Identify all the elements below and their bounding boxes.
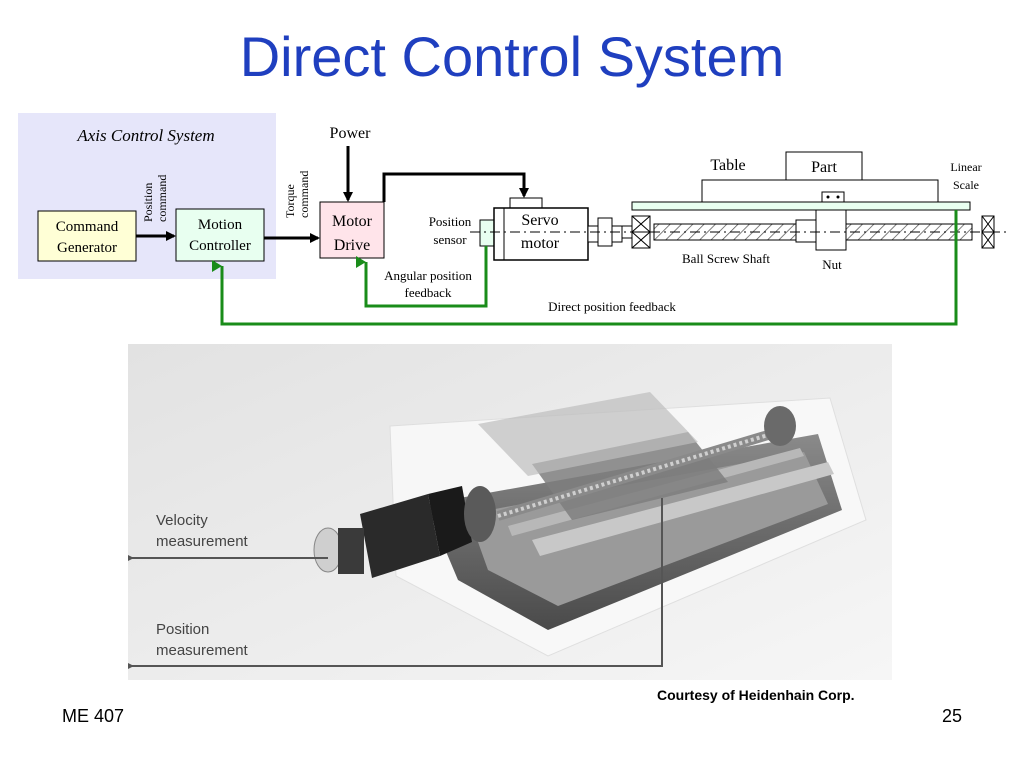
- table-block: [701, 179, 939, 203]
- torque-command-label-2: command: [297, 171, 311, 218]
- velocity-label-1: Velocity: [156, 512, 208, 529]
- position-sensor-label-2: sensor: [433, 232, 467, 247]
- control-system-diagram: Axis Control System Command Generator Po…: [18, 113, 1010, 326]
- power-label: Power: [330, 125, 372, 142]
- nut-carriage-top: [821, 191, 845, 203]
- coupling-3: [611, 225, 623, 243]
- servo-motor-label-2: motor: [521, 235, 560, 252]
- part-block: [785, 151, 863, 181]
- linear-scale-label-2: Scale: [953, 178, 979, 192]
- angular-feedback-line: [356, 246, 488, 308]
- position-sensor-block: [479, 219, 495, 247]
- bearing-left: [631, 215, 651, 249]
- command-generator-label-2: Generator: [57, 240, 117, 256]
- motor-drive-label-1: Motor: [332, 213, 373, 230]
- motion-controller-block: [175, 208, 265, 262]
- motion-controller-label-1: Motion: [198, 217, 243, 233]
- course-code: ME 407: [62, 706, 125, 726]
- coupling: [587, 225, 599, 243]
- motion-controller-label-2: Controller: [189, 238, 251, 254]
- page-number: 25: [941, 706, 962, 726]
- command-generator-block: [37, 210, 137, 262]
- courtesy-caption: Courtesy of Heidenhain Corp.: [657, 687, 855, 703]
- velocity-label-2: measurement: [156, 533, 249, 550]
- bearing-right: [981, 215, 995, 249]
- nut-flange: [795, 219, 817, 243]
- drive-to-motor-line: [382, 172, 529, 202]
- table-label: Table: [710, 157, 745, 174]
- command-generator-label-1: Command: [56, 219, 119, 235]
- servo-motor-terminal: [509, 197, 543, 209]
- motor-drive-block: [319, 201, 385, 259]
- linear-scale-block: [631, 201, 971, 211]
- nut-label: Nut: [822, 257, 842, 272]
- position-command-label-1: Position: [141, 183, 155, 222]
- linear-stage-illustration: Velocity measurement Position measuremen…: [128, 344, 892, 680]
- position-measure-label-2: measurement: [156, 642, 249, 659]
- axis-control-label: Axis Control System: [76, 126, 214, 145]
- ball-screw-label: Ball Screw Shaft: [682, 251, 770, 266]
- direct-feedback-line: [212, 210, 958, 326]
- position-measure-arrow: [128, 498, 663, 671]
- slide-title: Direct Control System: [239, 25, 785, 88]
- servo-motor-label-1: Servo: [521, 212, 558, 229]
- position-measure-label-1: Position: [156, 621, 209, 638]
- position-command-label-2: command: [155, 175, 169, 222]
- position-sensor-label-1: Position: [429, 214, 472, 229]
- linear-scale-label-1: Linear: [950, 160, 981, 174]
- servo-motor-block: [493, 207, 589, 261]
- direct-feedback-label: Direct position feedback: [548, 299, 676, 314]
- angular-feedback-label-2: feedback: [405, 285, 452, 300]
- linear-stage-svg: Velocity measurement Position measuremen…: [128, 344, 892, 680]
- torque-command-label-1: Torque: [283, 184, 297, 218]
- part-label: Part: [811, 159, 837, 176]
- angular-feedback-label-1: Angular position: [384, 268, 472, 283]
- nut-block: [815, 209, 847, 251]
- motor-drive-label-2: Drive: [334, 237, 370, 254]
